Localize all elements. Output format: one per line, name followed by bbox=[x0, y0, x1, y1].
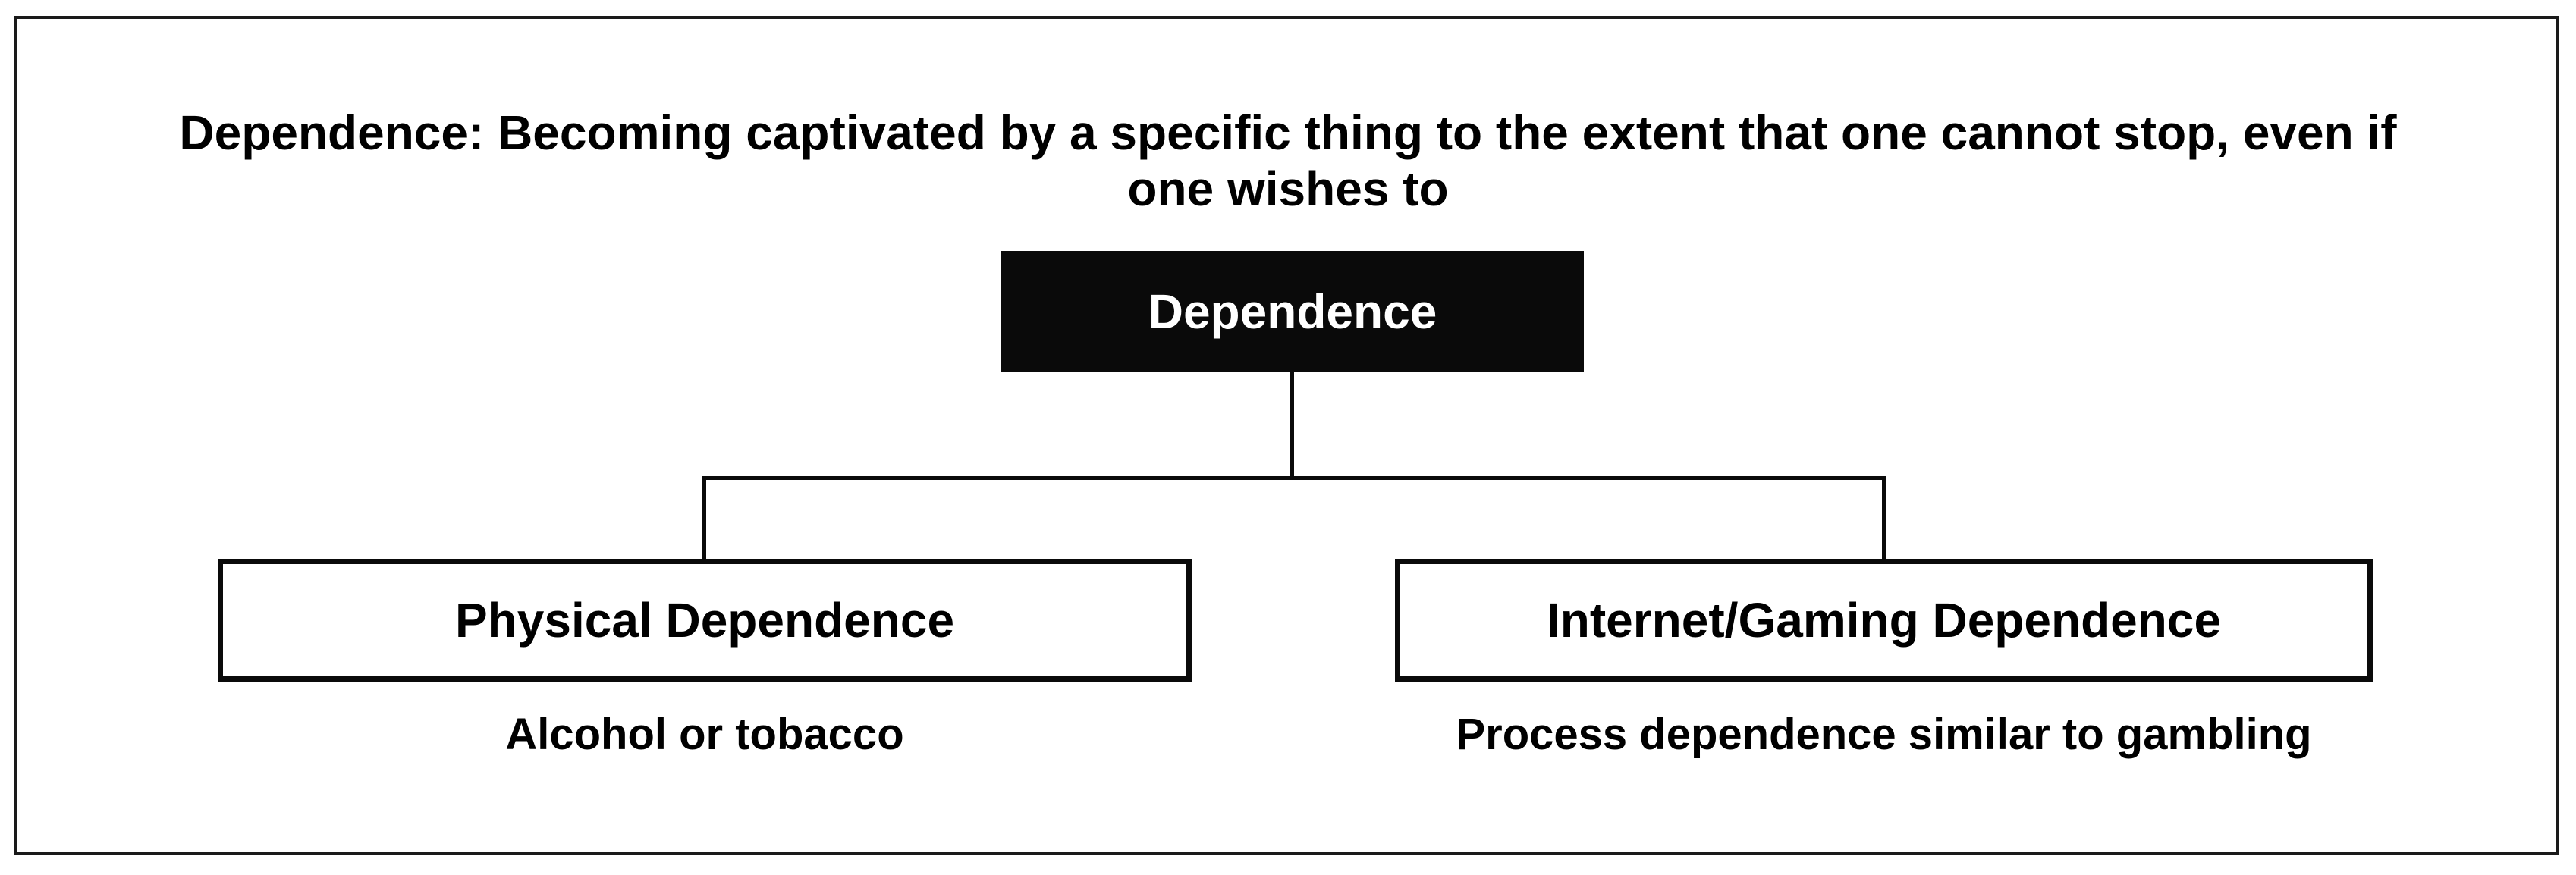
connector-horizontal bbox=[702, 476, 1886, 480]
diagram-border bbox=[14, 16, 2559, 855]
node-dependence-label: Dependence bbox=[1148, 284, 1437, 339]
node-internet-gaming-dependence: Internet/Gaming Dependence bbox=[1395, 559, 2373, 682]
node-physical-dependence-label: Physical Dependence bbox=[454, 593, 955, 648]
caption-internet-gaming-dependence-text: Process dependence similar to gambling bbox=[1456, 710, 2312, 759]
caption-physical-dependence: Alcohol or tobacco bbox=[218, 708, 1192, 761]
diagram-title-line-2: one wishes to bbox=[1127, 162, 1449, 216]
node-dependence: Dependence bbox=[1001, 251, 1584, 372]
connector-root-stem bbox=[1290, 372, 1294, 478]
node-internet-gaming-dependence-label: Internet/Gaming Dependence bbox=[1546, 593, 2222, 648]
caption-internet-gaming-dependence: Process dependence similar to gambling bbox=[1395, 708, 2373, 761]
diagram-title: Dependence: Becoming captivated by a spe… bbox=[0, 105, 2576, 217]
caption-physical-dependence-text: Alcohol or tobacco bbox=[505, 710, 904, 759]
node-physical-dependence: Physical Dependence bbox=[218, 559, 1192, 682]
diagram-title-line-1: Dependence: Becoming captivated by a spe… bbox=[179, 105, 2397, 160]
connector-right-drop bbox=[1882, 476, 1886, 561]
connector-left-drop bbox=[702, 476, 706, 561]
